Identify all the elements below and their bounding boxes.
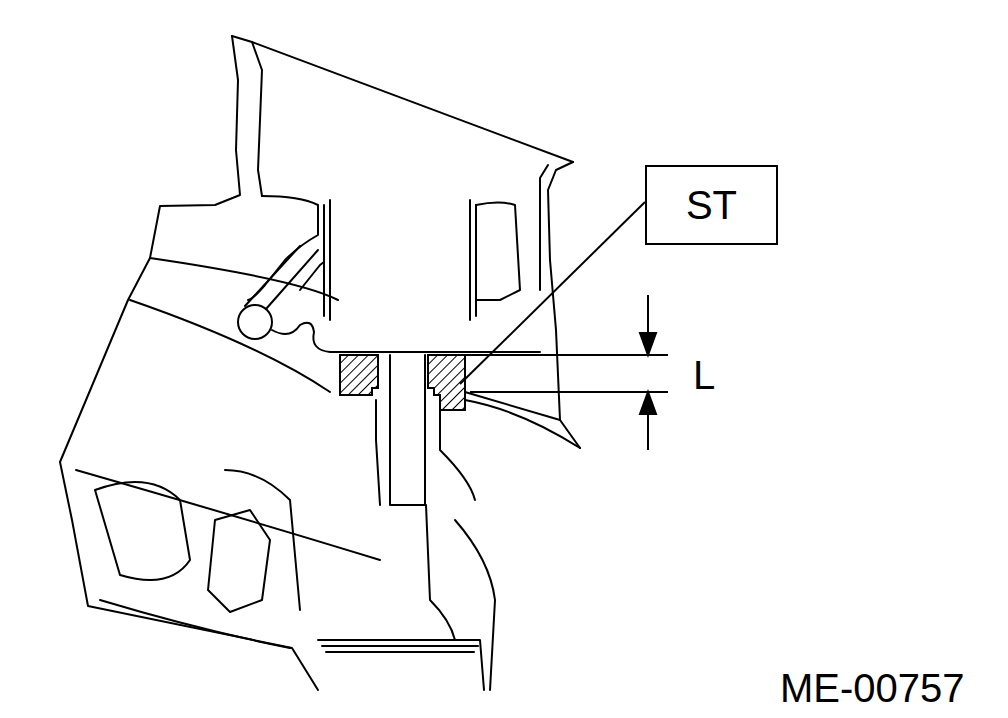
tool-callout-box: ST <box>645 165 778 245</box>
tool-label: ST <box>686 183 737 227</box>
dimension-label: L <box>693 353 715 397</box>
figure-code: ME-00757 <box>780 666 965 710</box>
